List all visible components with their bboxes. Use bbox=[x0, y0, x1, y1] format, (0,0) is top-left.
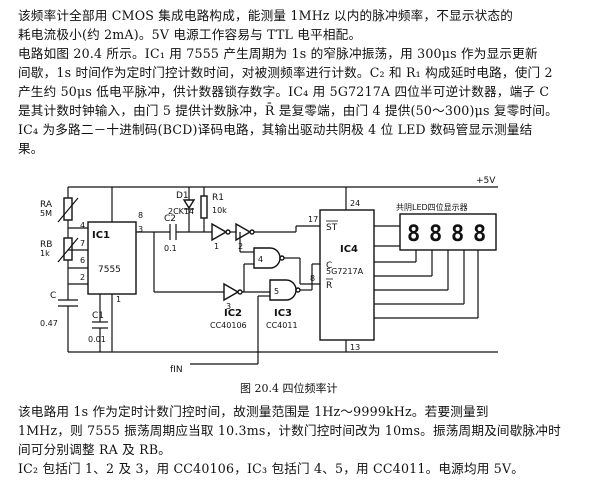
resistor-r1 bbox=[200, 195, 208, 219]
paragraph-intro: 该频率计全部用 CMOS 集成电路构成，能测量 1MHz 以内的脉冲频率，不显示… bbox=[18, 8, 514, 42]
rb-value: 1k bbox=[40, 249, 50, 258]
gate-5-num: 5 bbox=[274, 287, 279, 296]
ic4-pin-st: ST bbox=[326, 223, 338, 233]
c-value: 0.47 bbox=[40, 319, 58, 328]
ic1-pin-8: 8 bbox=[138, 211, 143, 220]
ic1-part: 7555 bbox=[98, 265, 121, 275]
d1-label: D1 bbox=[176, 191, 189, 201]
ic4-part: 5G7217A bbox=[326, 267, 364, 276]
fin-label: fIN bbox=[170, 365, 183, 375]
r1-label: R1 bbox=[212, 193, 224, 203]
ic1-pin-3: 3 bbox=[138, 225, 143, 234]
ic4-chip bbox=[319, 209, 375, 341]
gate-3-inverter bbox=[223, 282, 240, 302]
gate-2-inverter bbox=[235, 222, 252, 242]
display-title: 共阴LED四位显示器 bbox=[396, 202, 468, 212]
ic4-pin-r: R bbox=[326, 281, 332, 291]
ic4-pin-c: C bbox=[326, 261, 332, 271]
display-digit-3: 8 bbox=[451, 222, 464, 247]
resistor-ra bbox=[63, 197, 73, 221]
c2-value: 0.1 bbox=[164, 244, 177, 253]
r1-value: 10k bbox=[212, 206, 227, 215]
ra-value: 5M bbox=[40, 209, 52, 218]
c1-value: 0.01 bbox=[88, 335, 106, 344]
gate-1-inverter bbox=[211, 222, 228, 242]
ic3-part: CC4011 bbox=[266, 321, 298, 330]
c2-label: C2 bbox=[164, 214, 176, 224]
ic1-pin-6: 6 bbox=[80, 256, 85, 265]
display-digit-2: 8 bbox=[429, 222, 442, 247]
ic1-pin-7: 7 bbox=[80, 239, 85, 248]
resistor-rb bbox=[63, 237, 73, 261]
supply-label: +5V bbox=[476, 176, 496, 186]
display-digit-4: 8 bbox=[473, 222, 486, 247]
c-label: C bbox=[50, 291, 56, 301]
c1-label: C1 bbox=[92, 311, 104, 321]
ic1-pin-4: 4 bbox=[80, 221, 85, 230]
rb-label: RB bbox=[40, 240, 52, 250]
paragraph-ic-note: IC₂ 包括门 1、2 及 3，用 CC40106，IC₃ 包括门 4、5，用 … bbox=[18, 461, 525, 476]
ic4-pin-13: 13 bbox=[350, 343, 360, 352]
ra-label: RA bbox=[40, 200, 53, 210]
figure-caption: 图 20.4 四位频率计 bbox=[240, 381, 338, 395]
gate-1-num: 1 bbox=[214, 242, 219, 251]
gate-4-num: 4 bbox=[258, 255, 263, 264]
paragraph-circuit-description: 电路如图 20.4 所示。IC₁ 用 7555 产生周期为 1s 的窄脉冲振荡，… bbox=[18, 46, 558, 156]
display-digit-1: 8 bbox=[407, 222, 420, 247]
paragraph-range-note: 该电路用 1s 作为定时计数门控时间，故测量范围是 1Hz～9999kHz。若要… bbox=[18, 404, 561, 457]
ic1-chip bbox=[87, 221, 137, 295]
ic4-label: IC4 bbox=[340, 244, 358, 255]
ic1-label: IC1 bbox=[92, 230, 110, 241]
ic4-pin-24: 24 bbox=[350, 199, 360, 208]
ic4-pin-17: 17 bbox=[308, 215, 318, 224]
ic3-label: IC3 bbox=[274, 308, 292, 319]
ic1-pin-2: 2 bbox=[80, 273, 85, 282]
ic2-label: IC2 bbox=[224, 308, 242, 319]
gate-3-num: 3 bbox=[226, 302, 231, 311]
ic4-pin-8: 8 bbox=[310, 274, 315, 283]
led-display bbox=[399, 213, 497, 251]
ic2-part: CC40106 bbox=[210, 321, 247, 330]
d1-value: 2CK14 bbox=[168, 207, 194, 216]
ic1-pin-1: 1 bbox=[116, 295, 121, 304]
